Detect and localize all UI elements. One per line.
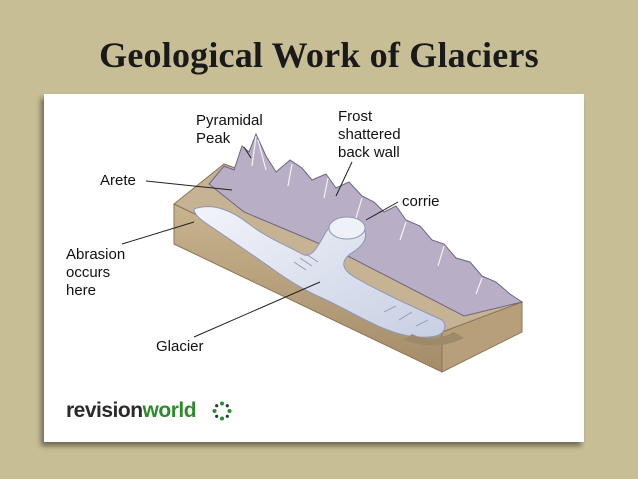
diagram-panel: Pyramidal Peak Frost shattered back wall…: [44, 94, 584, 442]
logo-dots-icon: [212, 401, 232, 421]
glacier-diagram: [121, 132, 524, 373]
label-arete: Arete: [100, 172, 136, 189]
mountain-range: [208, 132, 524, 317]
label-frost-shattered-back-wall: Frost shattered back wall: [338, 108, 401, 161]
corrie-bowl: [328, 216, 366, 240]
snow-streaks: [251, 135, 483, 295]
glacier-ice: [193, 206, 446, 338]
leader-lines: [121, 146, 399, 338]
moraine: [404, 332, 464, 346]
slide-title: Geological Work of Glaciers: [99, 35, 539, 75]
brand-part-revision: revision: [66, 399, 143, 422]
revisionworld-logo: revisionworld: [66, 399, 197, 423]
label-glacier: Glacier: [156, 338, 204, 355]
label-abrasion-occurs-here: Abrasion occurs here: [66, 246, 126, 299]
brand-part-world: world: [142, 399, 197, 422]
crevasse-lines: [293, 253, 429, 327]
label-corrie: corrie: [402, 193, 440, 210]
label-pyramidal-peak: Pyramidal Peak: [196, 112, 263, 147]
